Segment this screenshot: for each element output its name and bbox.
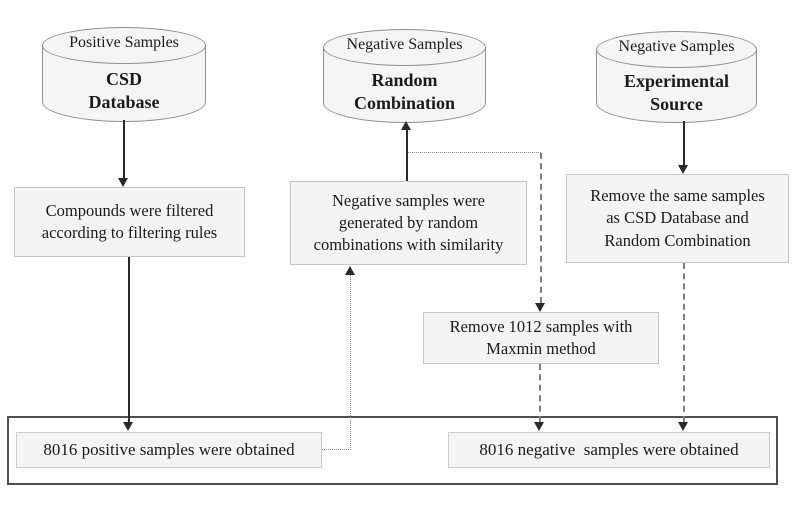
maxmin-removal-box: Remove 1012 samples with Maxmin method bbox=[423, 312, 659, 364]
edge-filter-to-positive-line bbox=[128, 257, 130, 423]
edge-positive-to-generate-vline bbox=[350, 274, 351, 450]
experimental-source-label: Experimental Source bbox=[624, 71, 729, 114]
remove-duplicates-box: Remove the same samples as CSD Database … bbox=[566, 174, 789, 263]
edge-remove-to-negative-arrowhead bbox=[678, 422, 688, 431]
edge-maxmin-to-negative-arrowhead bbox=[534, 422, 544, 431]
edge-maxmin-to-negative-line bbox=[539, 364, 541, 422]
experimental-source-cylinder: Negative Samples Experimental Source bbox=[596, 31, 757, 123]
edge-experimental-to-remove-arrowhead bbox=[678, 165, 688, 174]
filter-rules-box: Compounds were filtered according to fil… bbox=[14, 187, 245, 257]
positive-samples-label: Positive Samples bbox=[69, 34, 179, 51]
edge-random-to-maxmin-hline bbox=[408, 152, 541, 153]
negative-result-box: 8016 negative samples were obtained bbox=[448, 432, 770, 468]
edge-generate-to-random-arrowhead bbox=[401, 121, 411, 130]
cylinder-top-ellipse bbox=[323, 29, 486, 66]
cylinder-top-ellipse bbox=[42, 27, 206, 64]
csd-database-label: CSD Database bbox=[88, 68, 160, 112]
negative-samples-label: Negative Samples bbox=[618, 38, 735, 55]
positive-result-box: 8016 positive samples were obtained bbox=[16, 432, 322, 468]
edge-positive-to-generate-hline bbox=[322, 449, 351, 450]
edge-csd-to-filter-arrowhead bbox=[118, 178, 128, 187]
edge-remove-to-negative-line bbox=[683, 263, 685, 422]
edge-csd-to-filter-line bbox=[123, 120, 125, 179]
edge-random-to-maxmin-arrowhead bbox=[535, 303, 545, 312]
random-generation-box: Negative samples were generated by rando… bbox=[290, 181, 527, 265]
results-container-box bbox=[7, 416, 778, 485]
negative-samples-label: Negative Samples bbox=[346, 36, 463, 53]
random-combination-cylinder: Negative Samples Random Combination bbox=[323, 29, 486, 123]
edge-filter-to-positive-arrowhead bbox=[123, 422, 133, 431]
random-combination-label: Random Combination bbox=[353, 70, 456, 113]
edge-generate-to-random-line bbox=[406, 130, 408, 181]
csd-database-cylinder: Positive Samples CSD Database bbox=[42, 27, 206, 122]
cylinder-top-ellipse bbox=[596, 31, 757, 68]
edge-experimental-to-remove-line bbox=[683, 121, 685, 166]
edge-random-to-maxmin-vline bbox=[540, 153, 542, 303]
edge-positive-to-generate-arrowhead bbox=[345, 266, 355, 275]
